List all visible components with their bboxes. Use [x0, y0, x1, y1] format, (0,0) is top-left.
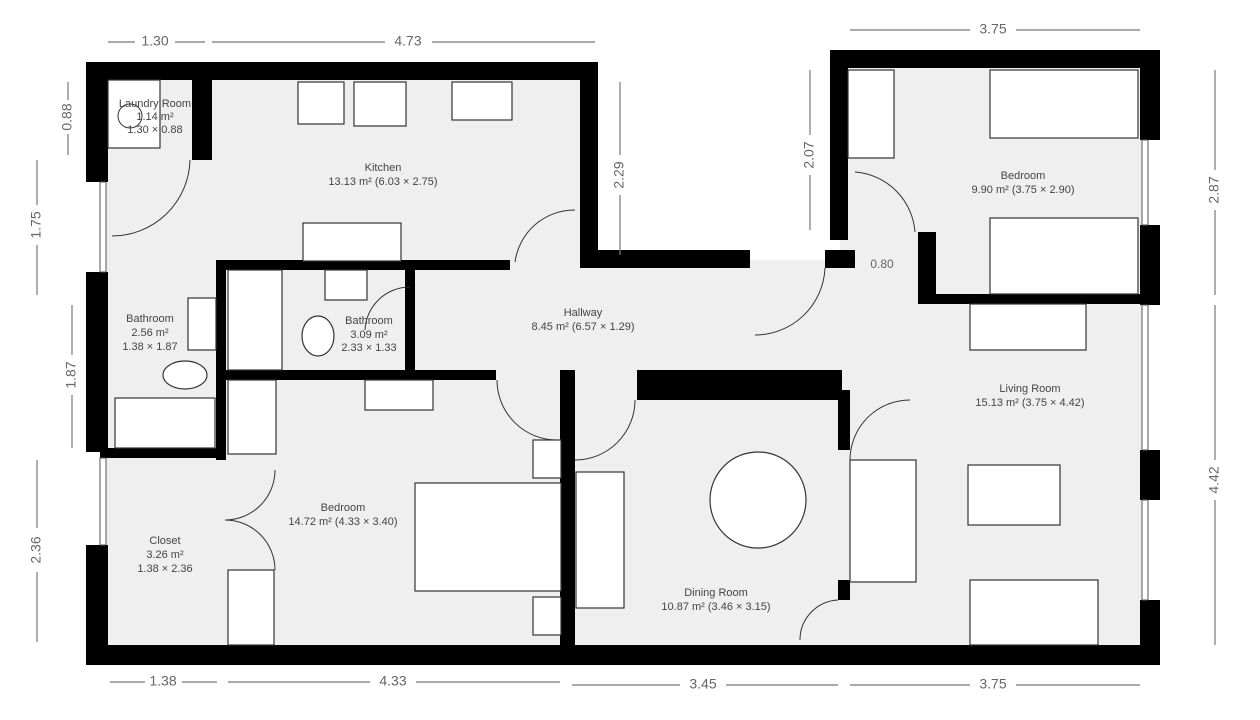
shower	[114, 397, 216, 449]
room-area: 15.13 m² (3.75 × 4.42)	[975, 397, 1084, 409]
desk	[364, 379, 434, 411]
room-name: Bedroom	[321, 502, 366, 514]
dim-right: 2.87	[1206, 176, 1222, 203]
doors	[111, 159, 916, 641]
dim-top: 4.73	[394, 33, 421, 49]
dimension-labels: 1.30 4.73 3.75 1.38 4.33 3.45 3.75 0.88 …	[28, 21, 1222, 692]
room-dims: 1.38 × 1.87	[122, 341, 177, 353]
double-bed	[414, 482, 562, 592]
room-labels: Laundry Room 1.14 m² 1.30 × 0.88 Kitchen…	[119, 98, 1085, 613]
toilet	[301, 315, 335, 357]
room-name: Closet	[149, 535, 180, 547]
dim-right: 4.42	[1206, 466, 1222, 493]
dim-bottom: 4.33	[379, 673, 406, 689]
dim-left: 1.87	[63, 361, 79, 388]
dim-left: 0.88	[59, 103, 75, 130]
room-dims: 2.33 × 1.33	[341, 342, 396, 354]
room-area: 13.13 m² (6.03 × 2.75)	[328, 176, 437, 188]
furniture	[107, 69, 1139, 646]
washing-machine	[107, 79, 161, 149]
dim-bottom: 1.38	[149, 673, 176, 689]
room-area: 2.56 m²	[131, 327, 169, 339]
room-name: Laundry Room	[119, 98, 191, 110]
tv-unit	[969, 303, 1087, 351]
room-name: Living Room	[999, 383, 1060, 395]
sofa	[575, 471, 625, 609]
room-name: Bathroom	[126, 313, 174, 325]
room-area: 1.14 m²	[136, 111, 174, 123]
room-area: 9.90 m² (3.75 × 2.90)	[971, 184, 1074, 196]
wardrobe	[227, 379, 277, 455]
room-name: Kitchen	[365, 162, 402, 174]
dimension-lines	[36, 29, 1216, 686]
room-area: 3.26 m²	[146, 549, 184, 561]
room-area: 14.72 m² (4.33 × 3.40)	[288, 516, 397, 528]
bath-sink	[324, 269, 368, 301]
sofa-2	[969, 579, 1099, 646]
dim-inner: 0.80	[870, 257, 894, 271]
nightstand-2	[532, 596, 562, 636]
dim-top: 1.30	[141, 33, 168, 49]
nightstand	[532, 439, 562, 479]
room-dims: 1.30 × 0.88	[127, 124, 182, 136]
dim-right: 2.29	[611, 161, 627, 188]
bath-sink-2	[187, 297, 217, 351]
dim-left: 2.36	[28, 536, 44, 563]
closet-shelf	[227, 569, 275, 646]
room-dims: 1.38 × 2.36	[137, 563, 192, 575]
armchair	[849, 459, 917, 583]
bathtub	[227, 269, 283, 371]
sink	[451, 81, 513, 121]
oven	[297, 81, 345, 125]
dining-table	[709, 451, 807, 549]
room-name: Hallway	[564, 307, 603, 319]
walls	[86, 50, 1160, 665]
coffee-table	[967, 464, 1061, 526]
room-area: 3.09 m²	[350, 329, 388, 341]
room-area: 10.87 m² (3.46 × 3.15)	[661, 601, 770, 613]
kitchen-island	[302, 222, 402, 262]
dresser	[847, 69, 895, 159]
single-bed-2	[989, 217, 1139, 295]
toilet-2	[162, 360, 208, 390]
room-name: Dining Room	[684, 587, 748, 599]
dim-bottom: 3.45	[689, 676, 716, 692]
windows	[99, 139, 1149, 601]
room-name: Bedroom	[1001, 170, 1046, 182]
dim-top: 3.75	[979, 21, 1006, 37]
room-name: Bathroom	[345, 315, 393, 327]
single-bed	[989, 69, 1139, 139]
dim-left: 1.75	[28, 211, 44, 238]
stove	[353, 81, 407, 127]
room-area: 8.45 m² (6.57 × 1.29)	[531, 321, 634, 333]
dim-bottom: 3.75	[979, 676, 1006, 692]
dim-right: 2.07	[801, 141, 817, 168]
